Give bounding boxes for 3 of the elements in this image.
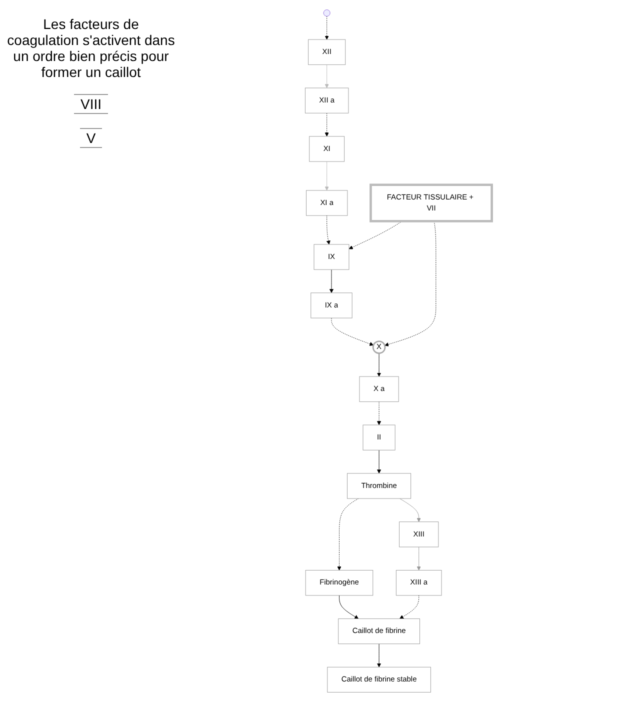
cofactor-label: V	[80, 128, 102, 148]
cofactor-label: VIII	[74, 94, 108, 114]
note-text: Les facteurs de coagulation s'activent dans un ordre bien précis pour former un caillot	[6, 16, 176, 80]
